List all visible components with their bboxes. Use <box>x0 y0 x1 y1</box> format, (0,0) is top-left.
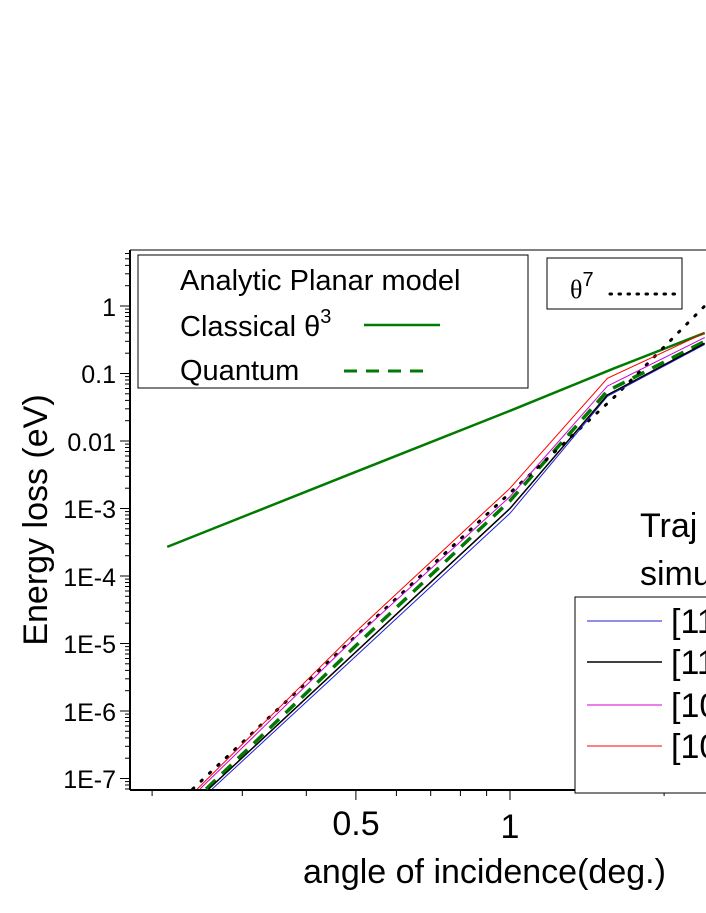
x-tick-label: 1 <box>501 808 520 846</box>
legend-classical-sup: 3 <box>320 306 331 328</box>
y-tick-label: 1E-4 <box>63 564 116 592</box>
series-line-sim2 <box>208 342 706 790</box>
legend-quantum-label: Quantum <box>180 355 299 387</box>
legend-classical-text: Classical θ <box>180 311 320 343</box>
series-line-classical <box>166 331 706 549</box>
legend-trajectory-box <box>574 596 706 794</box>
x-axis-title: angle of incidence(deg.) <box>303 853 666 891</box>
y-tick-label: 1E-3 <box>63 496 116 524</box>
legend-theta7: θ7 <box>546 257 683 310</box>
series-line-quantum <box>204 339 706 790</box>
series-layer <box>166 304 706 790</box>
y-minor-ticks <box>120 253 130 790</box>
legend-sim3-label: [10 <box>671 687 706 725</box>
legend-sim2-label: [11 <box>671 644 706 682</box>
legend-classical-label: Classical θ3 <box>180 306 331 343</box>
y-tick-label: 1E-6 <box>63 699 116 727</box>
y-tick-label: 0.1 <box>81 361 116 389</box>
legend-trajectory: Traj simu [11 [11 [10 [10 <box>574 507 706 794</box>
legend-theta7-text: θ <box>570 275 582 304</box>
series-line-theta7 <box>191 304 706 790</box>
y-tick-label: 1E-7 <box>63 766 116 794</box>
legend-sim4-label: [10 <box>671 728 706 766</box>
y-tick-label: 1E-5 <box>63 631 116 659</box>
legend-sim1-label: [11 <box>671 603 706 641</box>
legend-theta7-box <box>546 257 683 310</box>
legend-theta7-sup: 7 <box>582 269 593 291</box>
series-line-sim4 <box>196 332 705 790</box>
legend-analytic-title: Analytic Planar model <box>180 265 460 297</box>
legend-trajectory-title-1: Traj <box>640 507 697 545</box>
legend-trajectory-title-2: simu <box>640 555 706 593</box>
y-axis-title: Energy loss (eV) <box>17 394 55 645</box>
legend-theta7-label: θ7 <box>570 269 594 304</box>
legend-analytic: Analytic Planar model Classical θ3 Quant… <box>137 254 529 389</box>
y-tick-label: 0.01 <box>67 429 116 457</box>
series-line-sim3 <box>199 337 705 790</box>
x-tick-label: 0.5 <box>332 805 379 843</box>
legend-analytic-box <box>137 254 529 389</box>
y-tick-labels: 1 0.1 0.01 1E-3 1E-4 1E-5 1E-6 1E-7 <box>63 294 116 794</box>
y-tick-label: 1 <box>102 294 116 322</box>
series-line-sim1 <box>211 343 705 790</box>
